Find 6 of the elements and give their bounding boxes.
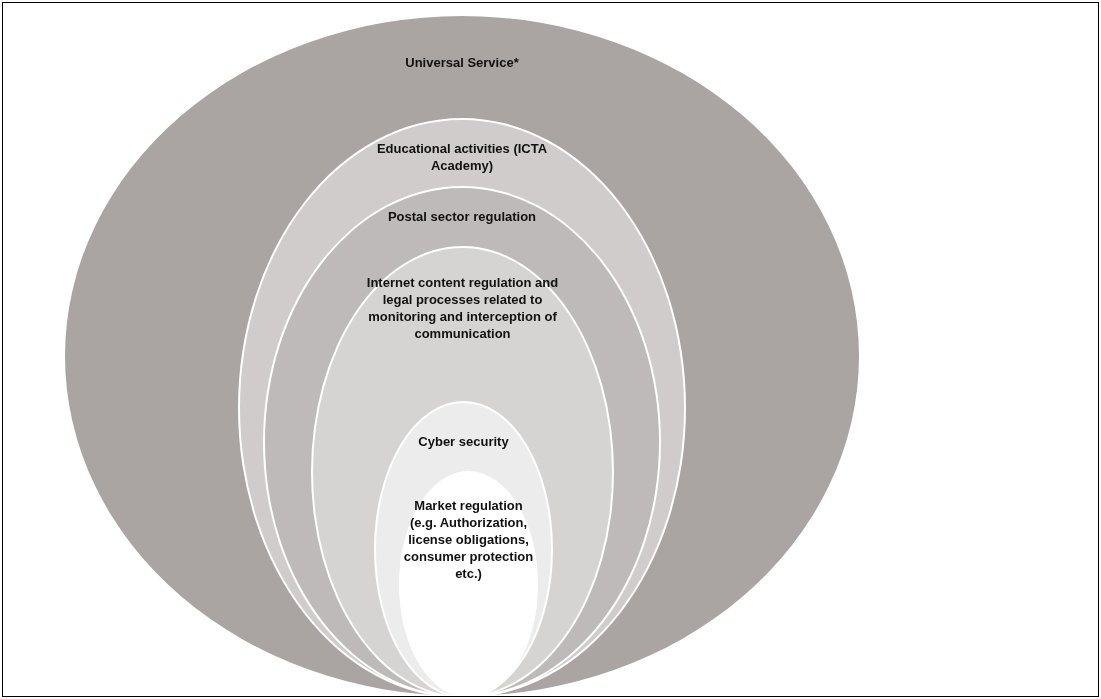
band-label: Internet content regulation and legal processes related to monitoring and interception of communication [365,274,560,342]
band-label: Universal Service* [404,54,520,71]
band-label: Postal sector regulation [386,208,538,225]
band-label: Cyber security [417,433,510,450]
band-label: Market regulation (e.g. Authorization, license obligations, consumer protection etc.) [402,497,535,582]
band-label: Educational activities (ICTA Academy) [375,140,549,174]
